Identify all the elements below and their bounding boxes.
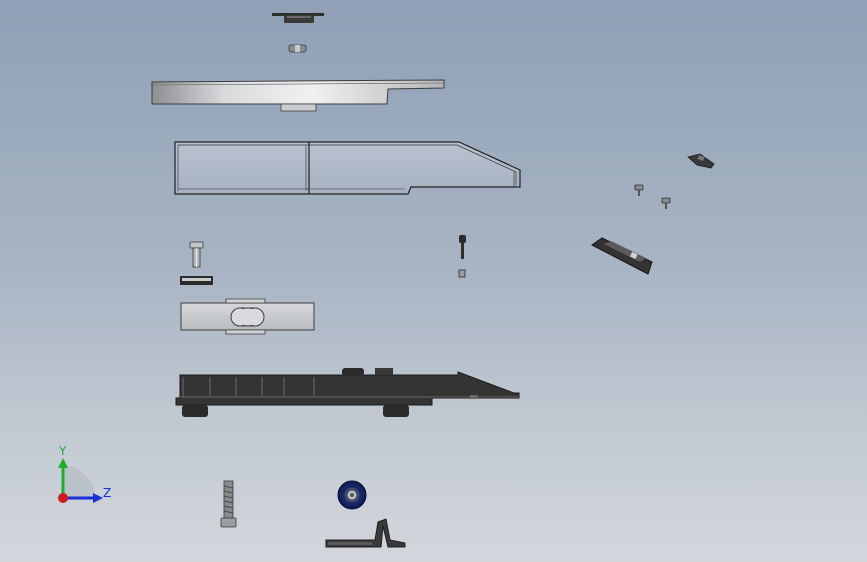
foot-screw[interactable] <box>220 480 237 528</box>
z-axis-label: Z <box>103 486 111 500</box>
coordinate-triad: Y Z <box>58 444 111 503</box>
small-screws[interactable] <box>634 184 671 209</box>
spring-clip[interactable] <box>325 518 406 548</box>
x-axis-dot <box>58 493 68 503</box>
side-latch[interactable] <box>687 153 715 169</box>
side-cover-plate[interactable] <box>591 237 653 275</box>
screw-pin[interactable] <box>189 241 204 268</box>
y-axis-label: Y <box>58 444 67 458</box>
weighing-platform[interactable] <box>151 79 445 112</box>
base-housing[interactable] <box>175 368 520 417</box>
bracket-clip[interactable] <box>180 276 213 285</box>
roller-wheel[interactable] <box>337 480 367 510</box>
top-cap[interactable] <box>272 13 324 23</box>
housing-cover[interactable] <box>174 141 521 195</box>
small-bolt[interactable] <box>458 235 466 278</box>
small-pin[interactable] <box>288 44 307 53</box>
load-cell[interactable] <box>180 298 315 335</box>
